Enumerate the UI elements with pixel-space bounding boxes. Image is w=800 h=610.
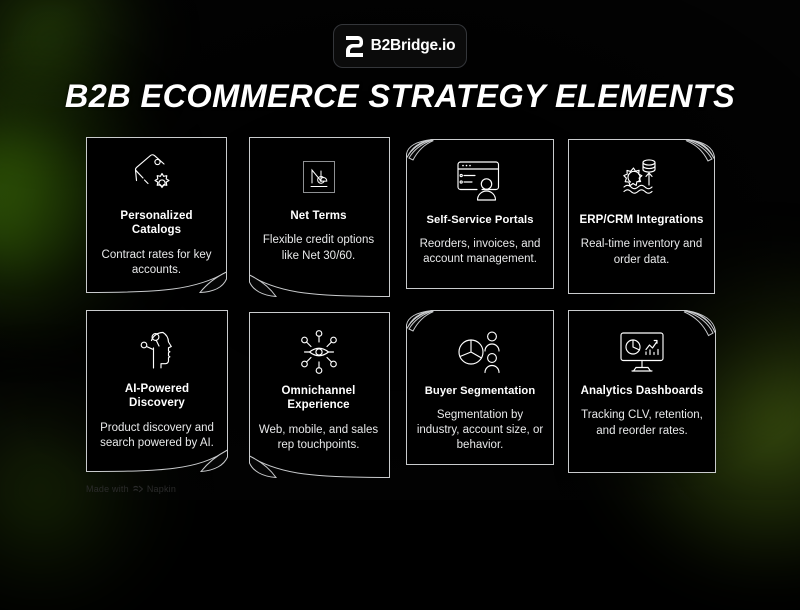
price-tag-gear-icon xyxy=(131,151,183,203)
monitor-charts-icon xyxy=(616,326,668,378)
napkin-watermark: Made with Napkin xyxy=(86,484,176,494)
card-net-terms[interactable]: Net Terms Flexible credit options like N… xyxy=(247,137,390,297)
card-analytics-dashboards[interactable]: Analytics Dashboards Tracking CLV, reten… xyxy=(568,310,716,473)
card-self-service-portals[interactable]: Self-Service Portals Reorders, invoices,… xyxy=(406,139,554,289)
page-title: B2B ECOMMERCE STRATEGY ELEMENTS xyxy=(64,78,736,114)
brand-logo-pill: B2Bridge.io xyxy=(333,24,467,68)
napkin-wave-icon xyxy=(132,485,143,493)
card-description: Tracking CLV, retention, and reorder rat… xyxy=(581,409,703,437)
card-title: Buyer Segmentation xyxy=(424,385,536,397)
card-ai-powered-discovery[interactable]: AI-Powered Discovery Product discovery a… xyxy=(86,310,228,472)
pie-chart-people-icon xyxy=(455,326,505,378)
card-omnichannel-experience[interactable]: Omnichannel Experience Web, mobile, and … xyxy=(247,312,390,478)
card-title: ERP/CRM Integrations xyxy=(579,214,704,226)
watermark-prefix: Made with xyxy=(86,484,129,494)
card-personalized-catalogs[interactable]: Personalized Catalogs Contract rates for… xyxy=(86,137,227,293)
card-erp-crm-integrations[interactable]: ERP/CRM Integrations Real-time inventory… xyxy=(568,139,715,294)
card-description: Flexible credit options like Net 30/60. xyxy=(262,234,375,262)
head-profile-nodes-icon xyxy=(132,324,182,376)
card-title: AI-Powered Discovery xyxy=(124,383,190,410)
card-title: Omnichannel Experience xyxy=(281,385,356,412)
hub-network-eye-icon xyxy=(294,326,344,378)
b2bridge-glyph-icon xyxy=(345,35,363,57)
card-title: Net Terms xyxy=(290,210,347,222)
card-description: Product discovery and search powered by … xyxy=(100,421,214,449)
cards-grid: Personalized Catalogs Contract rates for… xyxy=(86,137,716,478)
card-description: Web, mobile, and sales rep touchpoints. xyxy=(258,423,379,451)
card-description: Real-time inventory and order data. xyxy=(580,238,703,266)
card-buyer-segmentation[interactable]: Buyer Segmentation Segmentation by indus… xyxy=(406,310,554,465)
watermark-brand: Napkin xyxy=(146,484,177,494)
card-title: Personalized Catalogs xyxy=(120,210,193,237)
card-title: Analytics Dashboards xyxy=(580,385,704,397)
card-description: Reorders, invoices, and account manageme… xyxy=(419,238,541,266)
card-description: Contract rates for key accounts. xyxy=(101,248,212,276)
brand-name: B2Bridge.io xyxy=(370,37,456,54)
browser-window-person-icon xyxy=(455,155,505,207)
card-title: Self-Service Portals xyxy=(426,214,534,226)
card-description: Segmentation by industry, account size, … xyxy=(416,409,544,452)
net-terms-box-icon xyxy=(297,151,341,203)
gear-database-arrow-icon xyxy=(616,155,668,207)
